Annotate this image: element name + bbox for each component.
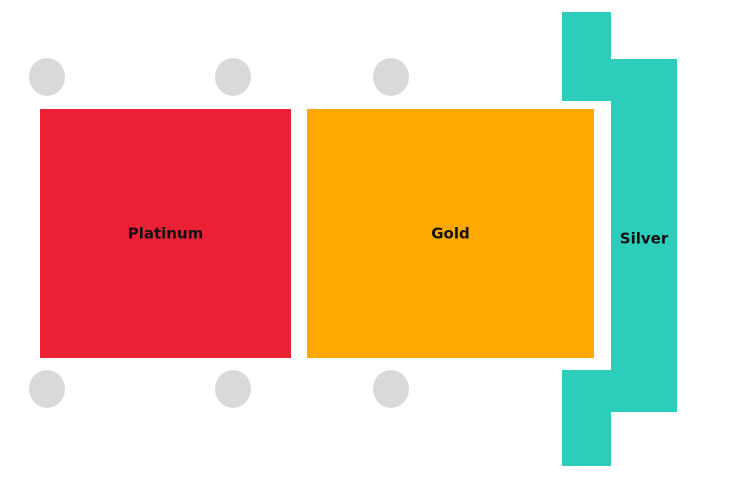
section-gold[interactable]: Gold (307, 109, 594, 358)
section-platinum[interactable]: Platinum (40, 109, 291, 358)
section-gold-area[interactable] (307, 109, 594, 358)
section-silver-label: Silver (620, 230, 669, 248)
bottom-marker-row (29, 370, 409, 408)
seat-marker (29, 58, 65, 96)
seat-marker (373, 370, 409, 408)
section-platinum-label: Platinum (128, 225, 204, 243)
seat-marker (215, 58, 251, 96)
section-silver-area[interactable] (562, 12, 677, 466)
section-platinum-area[interactable] (40, 109, 291, 358)
section-silver[interactable]: Silver (562, 12, 677, 466)
seat-marker (373, 58, 409, 96)
seat-marker (29, 370, 65, 408)
seat-marker (215, 370, 251, 408)
section-gold-label: Gold (431, 225, 470, 243)
top-marker-row (29, 58, 409, 96)
